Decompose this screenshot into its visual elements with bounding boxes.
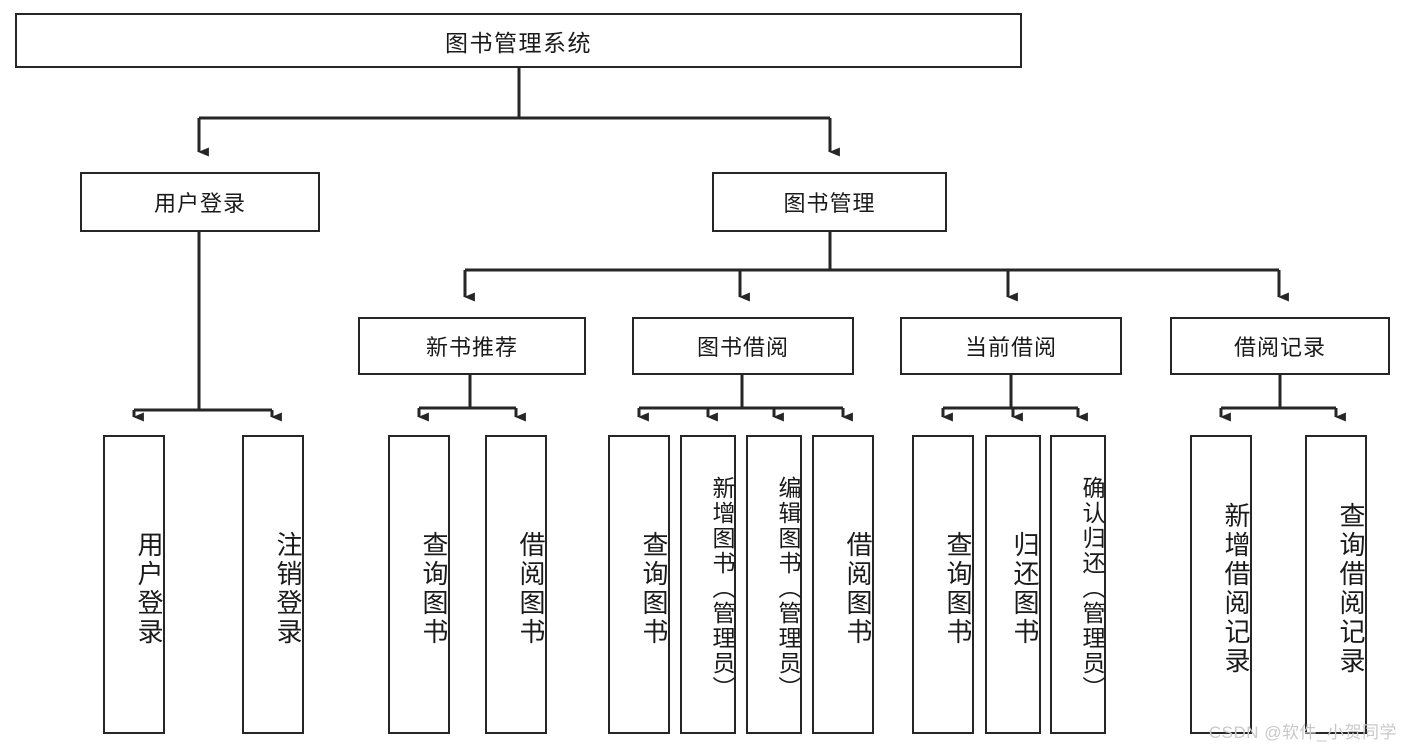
- csdn-watermark: CSDN @软件_小贺同学: [1208, 723, 1397, 742]
- node-leaf-query-book-recommend[interactable]: 查询图书: [388, 435, 450, 734]
- node-leaf-edit-book-admin[interactable]: 编辑图书（管理员）: [746, 435, 802, 734]
- node-new-book-recommend[interactable]: 新书推荐: [358, 317, 586, 375]
- node-leaf-add-book-admin[interactable]: 新增图书（管理员）: [680, 435, 736, 734]
- node-leaf-user-logout[interactable]: 注销登录: [242, 435, 304, 734]
- node-user-login[interactable]: 用户登录: [80, 172, 320, 232]
- node-root-system[interactable]: 图书管理系统: [15, 13, 1022, 68]
- node-leaf-query-book-borrow[interactable]: 查询图书: [608, 435, 670, 734]
- node-leaf-user-login[interactable]: 用户登录: [103, 435, 165, 734]
- node-leaf-query-borrow-record[interactable]: 查询借阅记录: [1305, 435, 1367, 734]
- node-current-borrow[interactable]: 当前借阅: [900, 317, 1122, 375]
- node-leaf-query-book-current[interactable]: 查询图书: [912, 435, 974, 734]
- node-book-borrow[interactable]: 图书借阅: [632, 317, 854, 375]
- node-borrow-record[interactable]: 借阅记录: [1170, 317, 1390, 375]
- node-leaf-borrow-book[interactable]: 借阅图书: [812, 435, 874, 734]
- node-leaf-borrow-book-recommend[interactable]: 借阅图书: [485, 435, 547, 734]
- node-leaf-confirm-return-admin[interactable]: 确认归还（管理员）: [1050, 435, 1106, 734]
- node-book-manage[interactable]: 图书管理: [712, 172, 947, 232]
- node-leaf-add-borrow-record[interactable]: 新增借阅记录: [1190, 435, 1252, 734]
- node-leaf-return-book[interactable]: 归还图书: [985, 435, 1041, 734]
